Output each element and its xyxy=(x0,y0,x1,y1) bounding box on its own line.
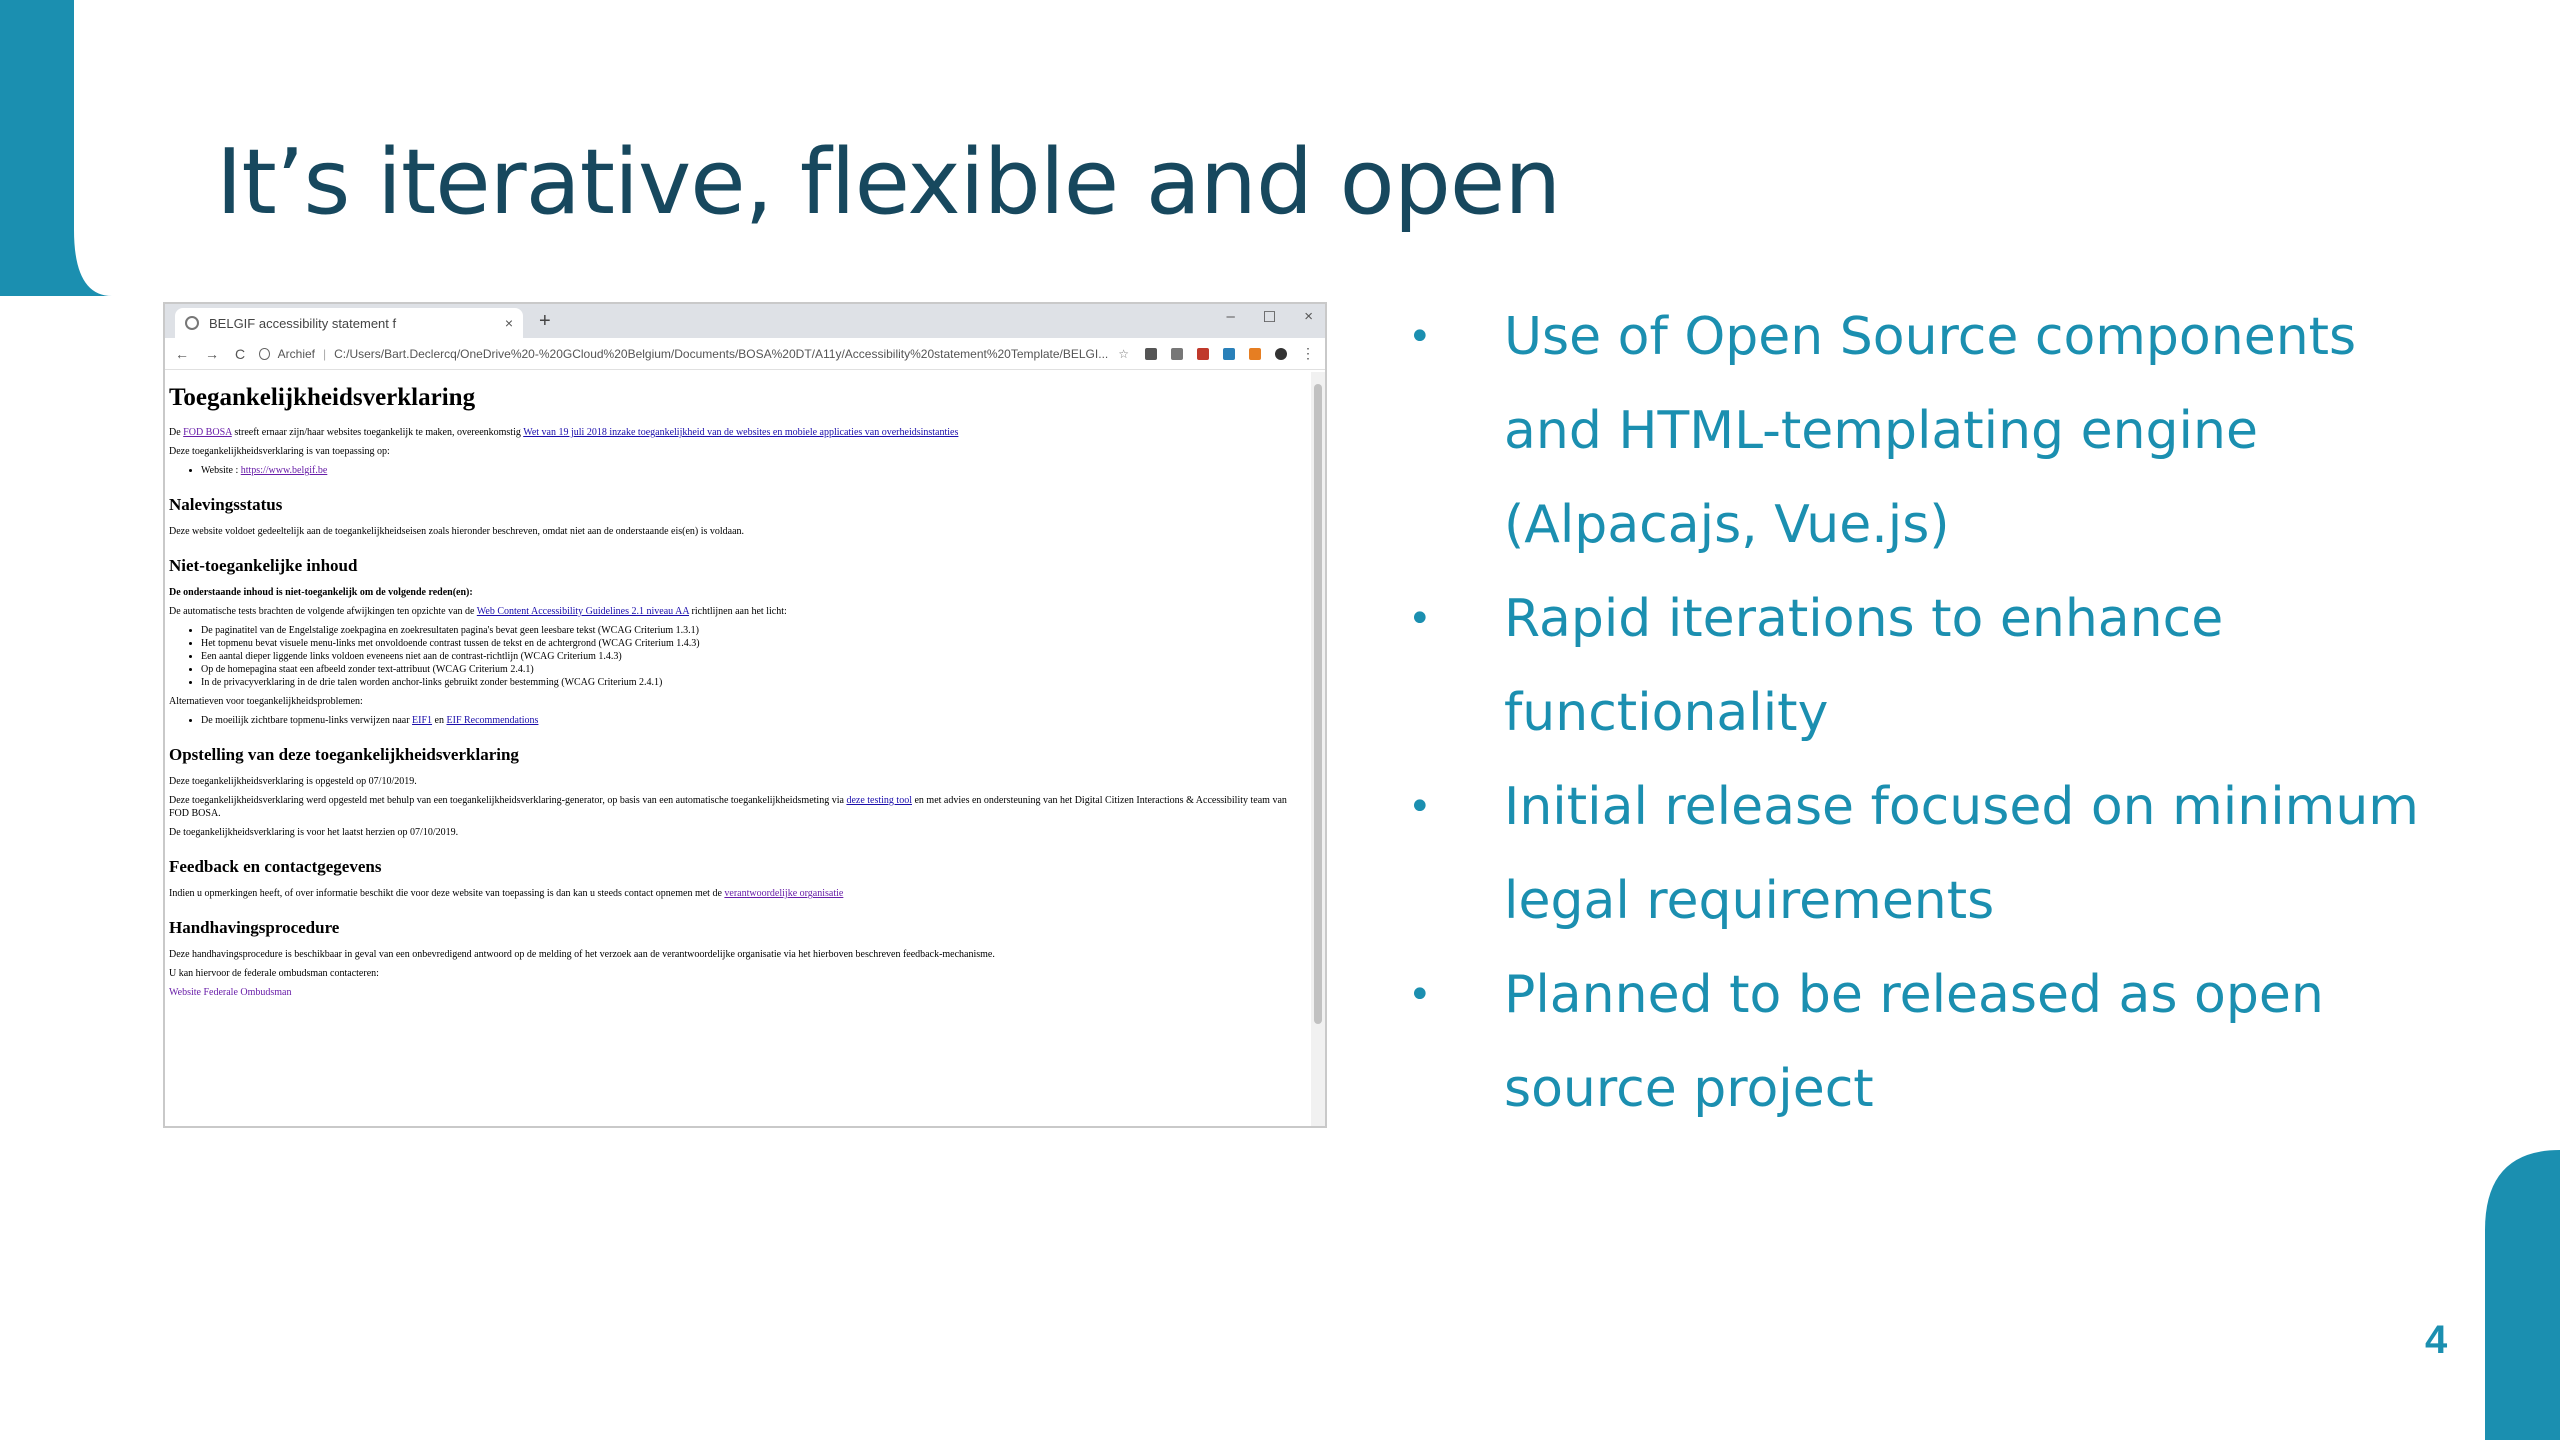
issues-list: De paginatitel van de Engelstalige zoekp… xyxy=(169,624,1301,689)
list-item: De paginatitel van de Engelstalige zoekp… xyxy=(201,624,1301,637)
eif-link[interactable]: EIF1 xyxy=(412,715,433,726)
bullet-icon: • xyxy=(1408,314,1432,360)
website-link[interactable]: https://www.belgif.be xyxy=(240,465,328,476)
bullet-icon: • xyxy=(1408,596,1432,642)
address-separator: | xyxy=(323,346,327,361)
list-item: De moeilijk zichtbare topmenu-links verw… xyxy=(201,714,1301,727)
browser-tab[interactable]: BELGIF accessibility statement f × xyxy=(175,308,523,338)
section-heading-compliance: Nalevingsstatus xyxy=(169,495,283,514)
embedded-browser-screenshot: BELGIF accessibility statement f × + – ☐… xyxy=(163,302,1327,1128)
extension-icons: ⋮ xyxy=(1145,345,1315,362)
bullet-item: •Rapid iterations to enhance functionali… xyxy=(1400,572,2420,760)
eif-recommendations-link[interactable]: EIF Recommendations xyxy=(446,715,539,726)
address-bar[interactable]: Archief | C:/Users/Bart.Declercq/OneDriv… xyxy=(259,342,1129,366)
auto-tests-paragraph: De automatische tests brachten de volgen… xyxy=(169,606,787,617)
page-heading: Toegankelijkheidsverklaring xyxy=(169,384,476,411)
section-heading-preparation: Opstelling van deze toegankelijkheidsver… xyxy=(169,745,519,764)
minimize-button[interactable]: – xyxy=(1226,308,1235,325)
organisation-link[interactable]: verantwoordelijke organisatie xyxy=(724,888,844,899)
law-link[interactable]: Wet van 19 juli 2018 inzake toegankelijk… xyxy=(523,427,959,438)
section-heading-noncompliant: Niet-toegankelijke inhoud xyxy=(169,556,358,575)
noncompliant-intro: De onderstaande inhoud is niet-toegankel… xyxy=(169,587,473,598)
bullet-item: •Planned to be released as open source p… xyxy=(1400,948,2420,1136)
bullet-item: •Use of Open Source components and HTML-… xyxy=(1400,290,2420,572)
address-url: C:/Users/Bart.Declercq/OneDrive%20-%20GC… xyxy=(334,346,1109,361)
decorative-corner-shape-top-left xyxy=(0,0,112,296)
info-icon xyxy=(259,347,270,360)
intro-paragraph: De FOD BOSA streeft ernaar zijn/haar web… xyxy=(169,427,959,438)
extension-icon[interactable] xyxy=(1223,347,1235,360)
extension-icon[interactable] xyxy=(1249,347,1261,360)
section-heading-feedback: Feedback en contactgegevens xyxy=(169,857,382,876)
browser-tab-title: BELGIF accessibility statement f xyxy=(209,315,397,331)
extension-icon[interactable] xyxy=(1171,347,1183,360)
prep-paragraph-3: De toegankelijkheidsverklaring is voor h… xyxy=(169,827,459,838)
browser-tab-bar: BELGIF accessibility statement f × + – ☐… xyxy=(165,304,1325,338)
maximize-button[interactable]: ☐ xyxy=(1262,309,1277,326)
decorative-corner-shape-bottom-right xyxy=(2485,1150,2560,1440)
slide-title: It’s iterative, flexible and open xyxy=(216,130,1561,235)
address-prefix: Archief xyxy=(277,346,315,361)
page-content: Toegankelijkheidsverklaring De FOD BOSA … xyxy=(169,372,1301,1005)
extension-icon[interactable] xyxy=(1197,347,1209,360)
extension-icon[interactable] xyxy=(1145,347,1157,360)
bullet-icon: • xyxy=(1408,784,1432,830)
prep-paragraph-1: Deze toegankelijkheidsverklaring is opge… xyxy=(169,776,417,787)
menu-icon[interactable]: ⋮ xyxy=(1301,345,1315,361)
profile-avatar[interactable] xyxy=(1275,347,1287,360)
close-window-button[interactable]: × xyxy=(1304,308,1313,325)
globe-icon xyxy=(185,316,199,330)
ombudsman-paragraph: Website Federale Ombudsman xyxy=(169,986,1301,999)
forward-button[interactable]: → xyxy=(205,345,219,362)
browser-viewport: Toegankelijkheidsverklaring De FOD BOSA … xyxy=(165,372,1325,1126)
scrollbar-thumb[interactable] xyxy=(1314,384,1322,1024)
reload-button[interactable]: C xyxy=(235,345,246,362)
list-item: Een aantal dieper liggende links voldoen… xyxy=(201,650,1301,663)
compliance-paragraph: Deze website voldoet gedeeltelijk aan de… xyxy=(169,526,745,537)
enforcement-paragraph-1: Deze handhavingsprocedure is beschikbaar… xyxy=(169,949,995,960)
list-item: Het topmenu bevat visuele menu-links met… xyxy=(201,637,1301,650)
testing-tool-link[interactable]: deze testing tool xyxy=(846,795,912,806)
enforcement-paragraph-2: U kan hiervoor de federale ombudsman con… xyxy=(169,968,379,979)
window-controls: – ☐ × xyxy=(1226,308,1313,326)
prep-paragraph-2: Deze toegankelijkheidsverklaring werd op… xyxy=(169,795,1287,819)
fod-bosa-link[interactable]: FOD BOSA xyxy=(183,427,232,438)
browser-toolbar: ← → C Archief | C:/Users/Bart.Declercq/O… xyxy=(165,338,1325,370)
alternatives-paragraph: Alternatieven voor toegankelijkheidsprob… xyxy=(169,696,363,707)
section-heading-enforcement: Handhavingsprocedure xyxy=(169,918,340,937)
back-button[interactable]: ← xyxy=(175,345,189,362)
star-icon[interactable]: ☆ xyxy=(1118,346,1129,361)
bullet-icon: • xyxy=(1408,972,1432,1018)
feedback-paragraph: Indien u opmerkingen heeft, of over info… xyxy=(169,888,844,899)
bullet-list: •Use of Open Source components and HTML-… xyxy=(1400,290,2420,1136)
list-item: Website : https://www.belgif.be xyxy=(201,464,1301,477)
slide-page-number: 4 xyxy=(2425,1318,2448,1362)
ombudsman-link[interactable]: Website Federale Ombudsman xyxy=(169,987,292,998)
new-tab-button[interactable]: + xyxy=(539,310,551,332)
close-icon[interactable]: × xyxy=(504,315,513,331)
bullet-item: •Initial release focused on minimum lega… xyxy=(1400,760,2420,948)
scrollbar[interactable] xyxy=(1311,372,1325,1126)
list-item: Op de homepagina staat een afbeeld zonde… xyxy=(201,663,1301,676)
wcag-link[interactable]: Web Content Accessibility Guidelines 2.1… xyxy=(476,606,690,617)
applies-paragraph: Deze toegankelijkheidsverklaring is van … xyxy=(169,446,390,457)
list-item: In de privacyverklaring in de drie talen… xyxy=(201,676,1301,689)
